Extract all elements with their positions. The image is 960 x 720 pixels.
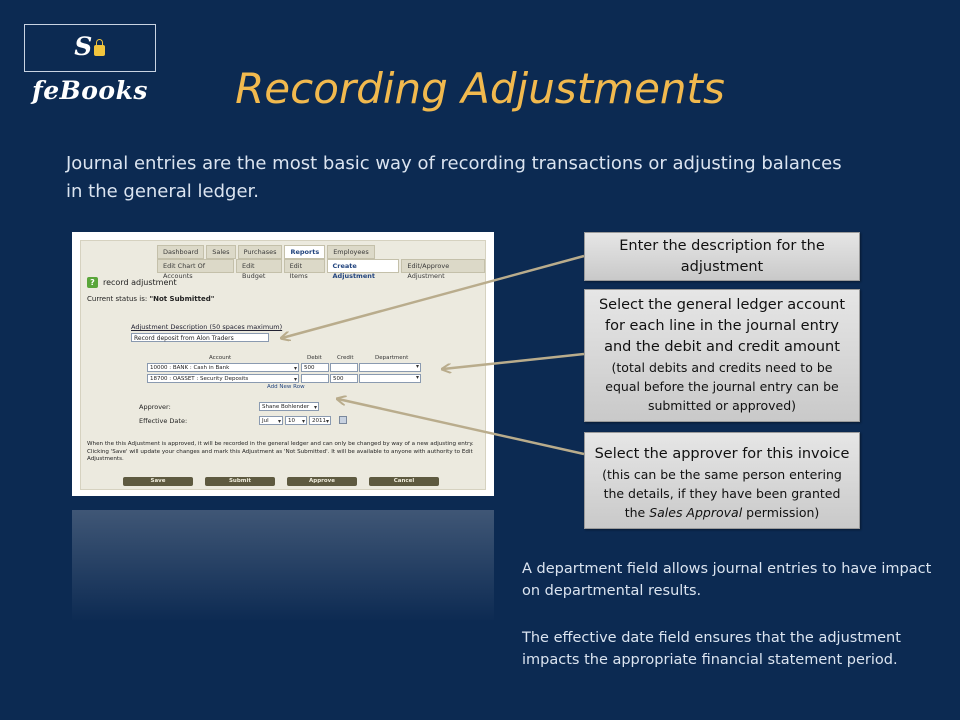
account-select[interactable]: 10000 : BANK : Cash in Bank <box>147 363 299 373</box>
lock-icon <box>93 39 105 56</box>
department-select[interactable] <box>359 363 421 372</box>
logo-text-start: S <box>74 32 93 61</box>
status-line: Current status is: "Not Submitted" <box>87 295 214 303</box>
callout-sub-start: (this can be the same person entering th… <box>602 467 842 520</box>
credit-input[interactable]: 500 <box>330 374 358 383</box>
tab-edit-items[interactable]: Edit Items <box>283 259 325 280</box>
tab-purchases[interactable]: Purchases <box>237 245 283 259</box>
callout-sub-text: (total debits and credits need to be equ… <box>605 360 839 413</box>
description-input[interactable]: Record deposit from Alon Traders <box>131 333 269 342</box>
debit-input[interactable] <box>301 374 329 383</box>
callout-sub-text: (this can be the same person entering th… <box>593 465 851 522</box>
approver-label: Approver: <box>139 403 171 411</box>
safebooks-logo: SfeBooks <box>24 24 156 105</box>
help-icon[interactable]: ? <box>87 277 98 288</box>
main-tabs: Dashboard Sales Purchases Reports Employ… <box>157 245 375 259</box>
effective-date-label: Effective Date: <box>139 417 188 425</box>
column-account: Account <box>209 355 232 361</box>
tab-edit-approve-adjustment[interactable]: Edit/Approve Adjustment <box>401 259 486 280</box>
status-value: "Not Submitted" <box>149 295 215 303</box>
slide-title: Recording Adjustments <box>235 64 725 113</box>
submit-button[interactable]: Submit <box>205 477 275 486</box>
screenshot-reflection <box>72 510 494 622</box>
add-new-row-link[interactable]: Add New Row <box>267 384 305 390</box>
panel-header: ? record adjustment <box>87 277 177 288</box>
sub-tabs: Edit Chart Of Accounts Edit Budget Edit … <box>157 259 486 280</box>
journal-line: 18700 : OASSET : Security Deposits 500 <box>147 374 423 384</box>
action-buttons: Save Submit Approve Cancel <box>123 477 439 486</box>
tab-dashboard[interactable]: Dashboard <box>157 245 205 259</box>
save-button[interactable]: Save <box>123 477 193 486</box>
approver-select[interactable]: Shane Bohlender <box>259 402 319 412</box>
reflection-ghost <box>72 510 494 622</box>
description-label: Adjustment Description (50 spaces maximu… <box>131 323 283 331</box>
column-department: Department <box>375 355 409 361</box>
calendar-icon[interactable] <box>339 416 347 424</box>
tab-reports[interactable]: Reports <box>284 245 326 259</box>
callout-main-text: Enter the description for the adjustment <box>619 238 825 275</box>
account-select[interactable]: 18700 : OASSET : Security Deposits <box>147 374 299 384</box>
credit-input[interactable] <box>330 363 358 372</box>
tab-edit-chart-of-accounts[interactable]: Edit Chart Of Accounts <box>157 259 234 280</box>
column-debit: Debit <box>307 355 322 361</box>
tab-sales[interactable]: Sales <box>206 245 236 259</box>
department-select[interactable] <box>359 374 421 383</box>
panel-title: record adjustment <box>103 278 177 287</box>
logo-text-end: feBooks <box>31 76 149 105</box>
approve-button[interactable]: Approve <box>287 477 357 486</box>
callout-sub-end: permission) <box>742 505 820 520</box>
department-note: A department field allows journal entrie… <box>522 561 932 599</box>
intro-text: Journal entries are the most basic way o… <box>66 153 842 202</box>
day-select[interactable]: 10 <box>285 416 307 426</box>
month-select[interactable]: Jul <box>259 416 283 426</box>
app-window: Dashboard Sales Purchases Reports Employ… <box>80 240 486 490</box>
approval-notice: When the this Adjustment is approved, it… <box>87 441 474 463</box>
column-credit: Credit <box>337 355 354 361</box>
callout-approver: Select the approver for this invoice (th… <box>584 432 860 529</box>
tab-create-adjustment[interactable]: Create Adjustment <box>326 259 400 280</box>
callout-sub-emphasis: Sales Approval <box>649 505 743 520</box>
callout-account-lines: Select the general ledger account for ea… <box>584 289 860 422</box>
cancel-button[interactable]: Cancel <box>369 477 439 486</box>
callout-main-text: Select the approver for this invoice <box>594 446 850 462</box>
callout-main-text: Select the general ledger account for ea… <box>598 297 846 355</box>
status-label: Current status is: <box>87 295 148 303</box>
debit-input[interactable]: 500 <box>301 363 329 372</box>
effective-date-note: The effective date field ensures that th… <box>522 630 901 668</box>
callout-description: Enter the description for the adjustment <box>584 232 860 281</box>
app-screenshot: Dashboard Sales Purchases Reports Employ… <box>72 232 494 496</box>
tab-employees[interactable]: Employees <box>327 245 375 259</box>
year-input[interactable]: 2011 <box>309 416 331 426</box>
journal-line: 10000 : BANK : Cash in Bank 500 <box>147 363 423 373</box>
tab-edit-budget[interactable]: Edit Budget <box>236 259 282 280</box>
